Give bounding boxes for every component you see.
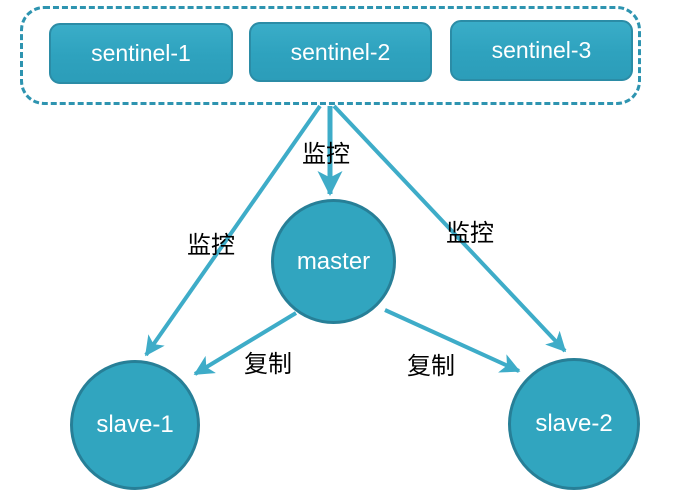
slave-2-node: slave-2: [508, 358, 640, 490]
sentinel-3-label: sentinel-3: [491, 37, 592, 63]
monitor-label-center: 监控: [302, 142, 350, 168]
monitor-label-right: 监控: [446, 221, 494, 247]
slave-1-label: slave-1: [96, 411, 174, 438]
sentinel-1-label: sentinel-1: [91, 40, 191, 66]
master-label: master: [296, 247, 371, 275]
slave-2-label: slave-2: [535, 410, 613, 437]
master-node: master: [271, 199, 396, 324]
replicate-label-right: 复制: [407, 354, 455, 380]
slave-1-node: slave-1: [70, 360, 200, 490]
sentinel-3-box: sentinel-3: [450, 20, 633, 81]
sentinel-2-box: sentinel-2: [249, 22, 432, 82]
replicate-label-left: 复制: [244, 352, 292, 378]
sentinel-group-box: [20, 6, 641, 105]
monitor-label-left: 监控: [187, 233, 235, 259]
sentinel-1-box: sentinel-1: [49, 23, 233, 84]
sentinel-2-label: sentinel-2: [290, 38, 391, 65]
